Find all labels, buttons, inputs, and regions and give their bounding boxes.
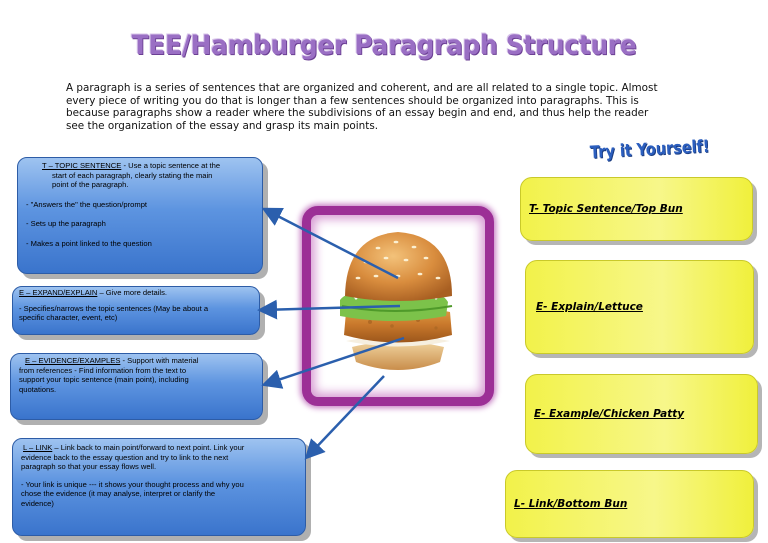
- expand-explain-text: - Specifies/narrows the topic sentences …: [19, 303, 209, 313]
- intro-line: because paragraphs show a reader where t…: [66, 107, 649, 120]
- evidence-examples-heading: E – EVIDENCE/EXAMPLES: [25, 356, 121, 365]
- topic-bun-label: T- Topic Sentence/Top Bun: [529, 203, 683, 215]
- link-text: evidence back to the essay question and …: [21, 452, 229, 462]
- topic-sentence-heading: T – TOPIC SENTENCE: [42, 161, 122, 170]
- link-box: L – LINK – Link back to main point/forwa…: [12, 438, 306, 536]
- link-text: chose the evidence (it may analyse, inte…: [21, 489, 216, 499]
- intro-paragraph: A paragraph is a series of sentences tha…: [66, 82, 696, 132]
- explain-lettuce-box: E- Explain/Lettuce: [525, 260, 754, 354]
- topic-sentence-text: - Use a topic sentence at the: [121, 161, 221, 170]
- intro-line: see the organization of the essay and gr…: [66, 119, 379, 132]
- link-text: paragraph so that your essay flows well.: [21, 462, 157, 472]
- link-text: evidence): [21, 498, 54, 508]
- burger-picture-frame: [302, 206, 494, 406]
- intro-line: every piece of writing you do that is lo…: [66, 94, 639, 107]
- intro-line: A paragraph is a series of sentences tha…: [66, 82, 658, 94]
- topic-bullet: - Sets up the paragraph: [26, 219, 106, 229]
- explain-lettuce-label: E- Explain/Lettuce: [536, 301, 643, 313]
- expand-explain-text: – Give more details.: [97, 288, 167, 297]
- evidence-examples-text: - Support with material: [120, 356, 199, 365]
- try-it-yourself-heading: Try it Yourself!: [589, 136, 710, 163]
- topic-bun-box: T- Topic Sentence/Top Bun: [520, 177, 753, 241]
- expand-explain-heading: E – EXPAND/EXPLAIN: [19, 288, 98, 297]
- expand-explain-text: specific character, event, etc): [19, 313, 118, 323]
- topic-sentence-text: point of the paragraph.: [52, 180, 129, 190]
- topic-bullet: - "Answers the" the question/prompt: [26, 199, 148, 209]
- topic-sentence-box: T – TOPIC SENTENCE - Use a topic sentenc…: [17, 157, 263, 274]
- link-bottom-bun-label: L- Link/Bottom Bun: [514, 498, 628, 510]
- evidence-examples-text: from references - Find information from …: [19, 365, 187, 375]
- page-title: TEE/Hamburger Paragraph Structure: [131, 30, 637, 61]
- link-heading: L – LINK: [23, 443, 53, 452]
- evidence-examples-text: quotations.: [19, 384, 57, 394]
- evidence-examples-box: E – EVIDENCE/EXAMPLES - Support with mat…: [10, 353, 263, 420]
- link-text: – Link back to main point/forward to nex…: [52, 443, 245, 452]
- expand-explain-box: E – EXPAND/EXPLAIN – Give more details. …: [12, 286, 260, 335]
- link-text: - Your link is unique --- it shows your …: [21, 479, 244, 489]
- topic-bullet: - Makes a point linked to the question: [26, 238, 152, 248]
- link-bottom-bun-box: L- Link/Bottom Bun: [505, 470, 754, 538]
- example-patty-box: E- Example/Chicken Patty: [525, 374, 758, 454]
- example-patty-label: E- Example/Chicken Patty: [534, 408, 685, 420]
- evidence-examples-text: support your topic sentence (main point)…: [19, 375, 189, 385]
- topic-sentence-text: start of each paragraph, clearly stating…: [52, 170, 213, 180]
